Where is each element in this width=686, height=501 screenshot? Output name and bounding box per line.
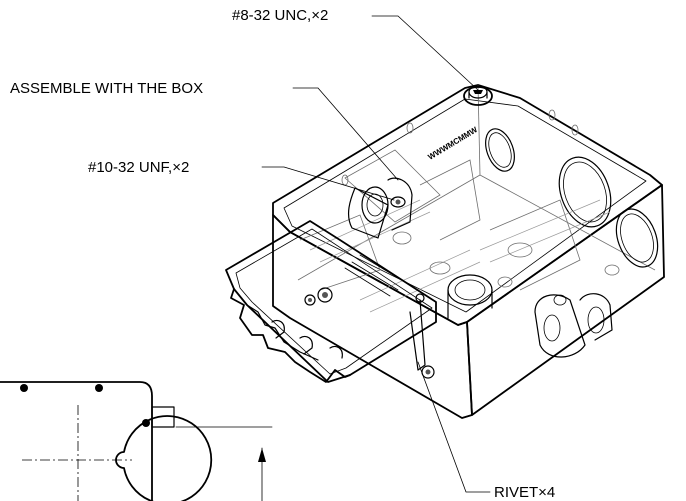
box-marking-text: WWWMCMMW [426,125,479,162]
detail-rivet-2 [95,384,103,392]
box-top-rim [272,84,663,326]
callout-10-32-label: #10-32 UNF,×2 [88,159,189,176]
detail-outline [0,381,153,501]
left-mounting-bracket [347,177,413,239]
box-hidden-edge [477,84,481,176]
callout-8-32-label: #8-32 UNC,×2 [232,7,328,24]
callout-assemble-label: ASSEMBLE WITH THE BOX [10,80,203,97]
detail-knockout-circle [115,415,213,501]
callout-rivet: RIVET×4 [417,361,555,501]
electrical-box: WWWMCMMW [272,84,665,419]
front-screw-1 [317,287,333,303]
detail-dimension-arrow [258,448,266,462]
callout-assemble-with-box: ASSEMBLE WITH THE BOX [10,80,399,181]
top-corner-screw [463,85,493,106]
knockout-large-1 [558,156,612,228]
callout-10-32-unf: #10-32 UNF,×2 [88,159,395,201]
plate-outline [225,220,437,383]
mounting-plate [225,220,437,383]
knockout-small [485,128,515,172]
knockout-large-2 [615,208,659,268]
plate-flange [230,288,351,383]
callout-8-32-unc: #8-32 UNC,×2 [232,7,479,91]
bracket-screw-10-32 [390,196,406,208]
callout-rivet-label: RIVET×4 [494,484,555,501]
box-front-right-face [466,184,665,416]
interior-hidden-details [299,109,620,313]
knockout-detail-view [0,381,273,501]
box-front-left-face [272,214,473,419]
box-bottom-edge [272,276,665,419]
detail-rivet-1 [20,384,28,392]
box-hidden-edge [297,174,481,281]
right-cable-clamp [534,293,613,358]
front-screw-2 [421,365,435,379]
center-clamp [447,274,493,319]
